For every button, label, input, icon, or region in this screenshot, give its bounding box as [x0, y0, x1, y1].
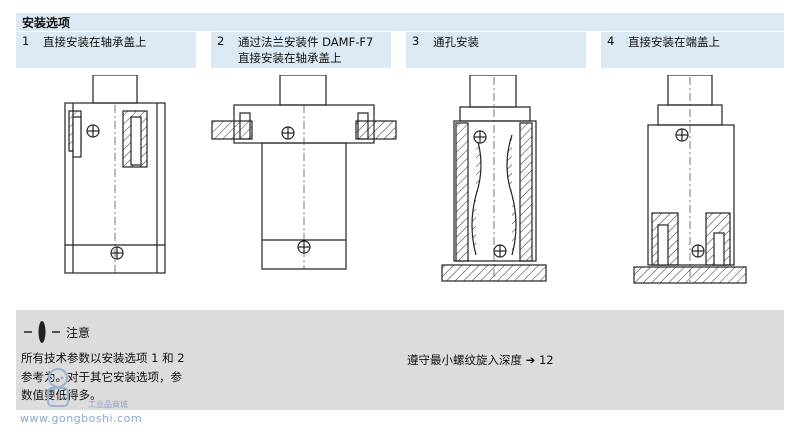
- option-label: 直接安装在轴承盖上: [43, 35, 147, 49]
- section-header: 安装选项: [16, 13, 784, 31]
- watermark-subtitle: 工业品商城: [88, 400, 128, 409]
- note-thread-depth-text: 遵守最小螺纹旋入深度 ➔ 12: [407, 353, 554, 367]
- option-number: 1: [22, 34, 30, 48]
- note-title: 注意: [66, 326, 91, 340]
- option-2-caption: 2 通过法兰安装件 DAMF-F7 直接安装在轴承盖上: [211, 32, 391, 68]
- note-text-line: 数值要低得多。: [21, 388, 102, 402]
- mounting-drawing-2: [211, 75, 397, 270]
- note-warning-icon: [24, 321, 60, 343]
- option-number: 4: [607, 34, 615, 48]
- option-label-line2: 直接安装在轴承盖上: [238, 51, 342, 65]
- note-text-line: 所有技术参数以安装选项 1 和 2: [21, 351, 185, 365]
- option-1-caption: 1 直接安装在轴承盖上: [16, 32, 196, 68]
- option-number: 3: [412, 34, 420, 48]
- mounting-drawing-4: [633, 75, 747, 284]
- option-3-caption: 3 通孔安装: [406, 32, 586, 68]
- section-title: 安装选项: [22, 16, 71, 30]
- mounting-drawing-3: [441, 75, 547, 282]
- option-label: 通孔安装: [433, 35, 479, 49]
- option-4-caption: 4 直接安装在端盖上: [601, 32, 784, 68]
- watermark-url: www.gongboshi.com: [20, 412, 143, 425]
- mounting-drawing-1: [64, 75, 166, 274]
- note-box: 注意 所有技术参数以安装选项 1 和 2 参考为。对于其它安装选项，参 数值要低…: [16, 310, 784, 410]
- watermark-robot-logo: [47, 368, 69, 407]
- option-label: 直接安装在端盖上: [628, 35, 720, 49]
- note-text-line: 参考为。对于其它安装选项，参: [21, 370, 182, 384]
- option-label: 通过法兰安装件 DAMF-F7: [238, 35, 374, 49]
- option-number: 2: [217, 34, 225, 48]
